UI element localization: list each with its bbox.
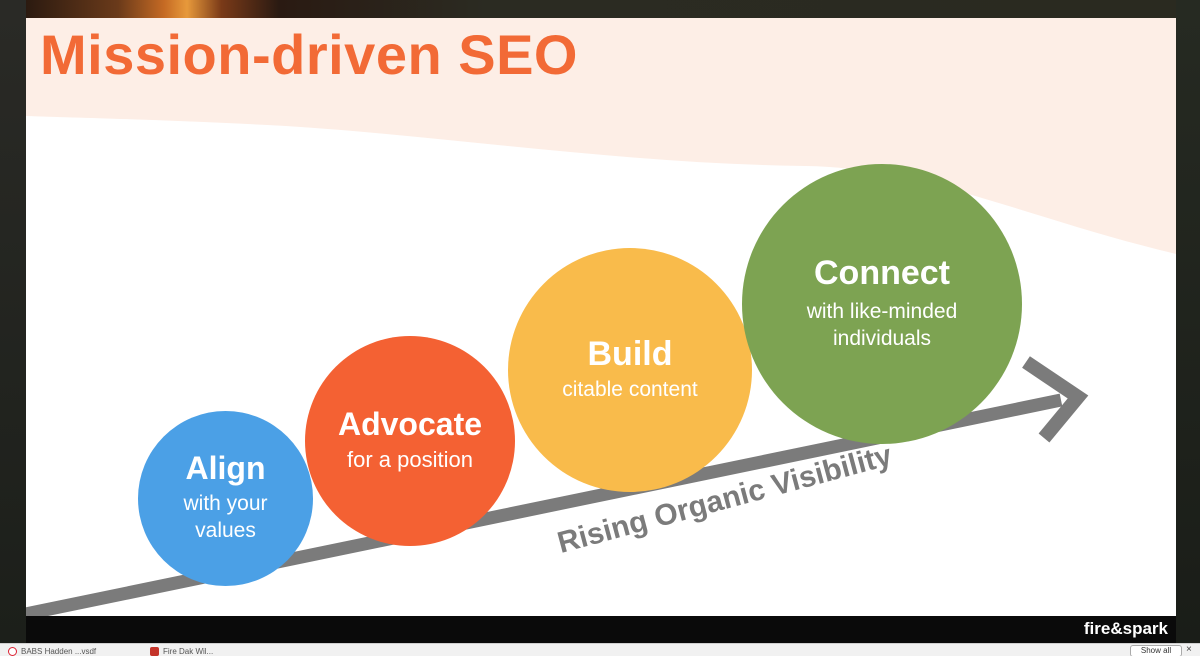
download-filename: BABS Hadden ...vsdf <box>21 647 96 656</box>
step-circle-align: Align with your values <box>138 411 313 586</box>
slide-footer: fire&spark <box>26 616 1176 643</box>
step-caption: with like-minded individuals <box>782 298 982 353</box>
pdf-icon <box>8 647 17 656</box>
step-caption: citable content <box>562 376 697 403</box>
document-icon <box>150 647 159 656</box>
step-heading: Advocate <box>338 408 482 442</box>
step-circle-advocate: Advocate for a position <box>305 336 515 546</box>
presentation-slide: Mission-driven SEO Rising Organic Visibi… <box>26 18 1176 616</box>
step-caption: with your values <box>161 490 291 545</box>
show-all-button[interactable]: Show all <box>1130 645 1182 656</box>
step-circle-build: Build citable content <box>508 248 752 492</box>
step-heading: Connect <box>814 256 950 292</box>
brand-logo: fire&spark <box>1084 619 1168 639</box>
frame-left-edge <box>0 0 26 643</box>
step-caption: for a position <box>347 446 473 475</box>
frame-right-edge <box>1176 0 1200 643</box>
downloads-bar: BABS Hadden ...vsdf Fire Dak Wil... Show… <box>0 643 1200 656</box>
step-heading: Build <box>588 337 673 373</box>
step-circle-connect: Connect with like-minded individuals <box>742 164 1022 444</box>
step-heading: Align <box>186 452 266 486</box>
close-icon[interactable]: × <box>1186 644 1192 656</box>
camera-background-strip <box>26 0 1176 18</box>
download-item[interactable]: Fire Dak Wil... <box>150 645 213 656</box>
download-filename: Fire Dak Wil... <box>163 647 213 656</box>
download-item[interactable]: BABS Hadden ...vsdf <box>8 645 96 656</box>
